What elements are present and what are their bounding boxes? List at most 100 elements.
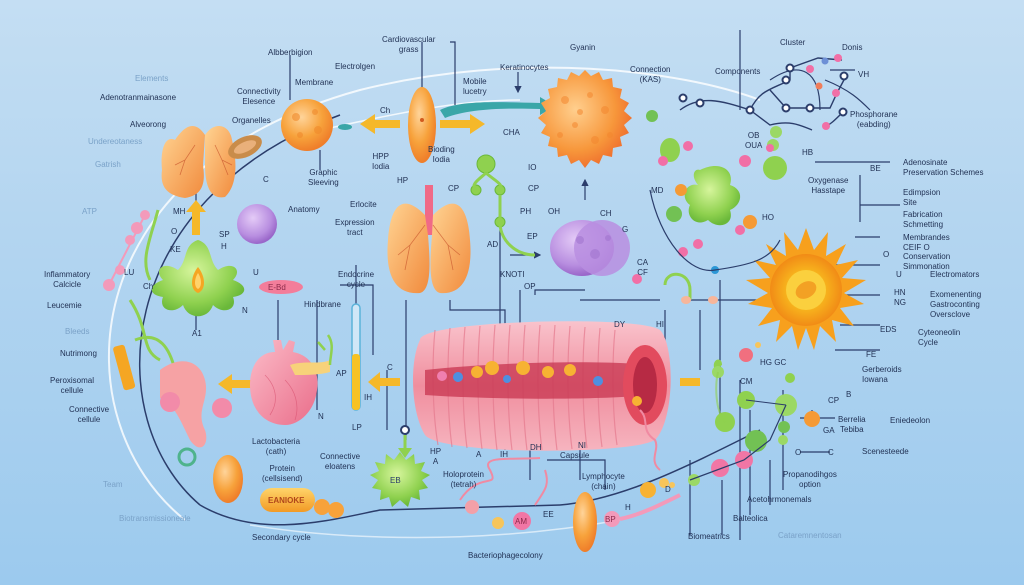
- label-gyanin: Gyanin: [570, 43, 596, 52]
- label-hindbrane: Hindbrane: [304, 300, 341, 309]
- label-keratinocytes: Keratinocytes: [500, 63, 549, 72]
- label-ee: EE: [543, 510, 554, 519]
- label-hp: HP: [397, 176, 409, 185]
- label-nutrimong: Nutrimong: [60, 349, 97, 358]
- label-capsule: EANIOKE: [268, 496, 305, 505]
- label-membrane: Membrane: [295, 78, 334, 87]
- label-u: U: [253, 268, 259, 277]
- label-dy: DY: [614, 320, 626, 329]
- label-protein: Protein(cellsisend): [262, 464, 303, 483]
- label-erlocite: Erlocite: [350, 200, 377, 209]
- label-leucemie: Leucemie: [47, 301, 82, 310]
- label-am: AM: [515, 517, 527, 526]
- label-code-cm: CM: [740, 377, 753, 386]
- label-alveolar: Alveorong: [130, 120, 167, 129]
- label-be: BE: [870, 164, 881, 173]
- label-team: Team: [103, 480, 123, 489]
- label-c2: C: [387, 363, 393, 372]
- label-sp: SP: [219, 230, 230, 239]
- label-a2: A: [476, 450, 482, 459]
- label-organelles: Organelles: [232, 116, 271, 125]
- label-holoprotein: Holoprotein(tetrah): [443, 470, 484, 489]
- label-right-6: Exomenenting: [930, 290, 982, 299]
- label-bacteriophage: Bacteriophagecolony: [468, 551, 543, 560]
- label-donis: Donis: [842, 43, 863, 52]
- label-adenotransmission: Adenotranmainasone: [100, 93, 177, 102]
- label-n: N: [242, 306, 248, 315]
- label-code-eds: EDS: [880, 325, 897, 334]
- label-code-cp: CP: [828, 396, 840, 405]
- label-right-5: Electromators: [930, 270, 980, 279]
- label-connection: Connection(KAS): [630, 65, 671, 84]
- label-code-o: O: [883, 250, 890, 259]
- label-outer: Cataremnentosan: [778, 531, 842, 540]
- label-electrolgen: Electrolgen: [335, 62, 376, 71]
- label-biotransmission: Biotransmissioneale: [119, 514, 191, 523]
- label-o: O: [171, 227, 178, 236]
- label-components: Components: [715, 67, 761, 76]
- label-knoti: KNOTI: [500, 270, 525, 279]
- label-hi: HI: [656, 320, 664, 329]
- label-atp: ATP: [82, 207, 97, 216]
- label-o-br: O: [795, 448, 802, 457]
- label-elements: Elements: [135, 74, 169, 83]
- label-ch2: Ch: [143, 282, 154, 291]
- label-virus: EB: [390, 476, 401, 485]
- label-lu: LU: [124, 268, 135, 277]
- label-gastric: Gatrish: [95, 160, 121, 169]
- label-ih2: IH: [500, 450, 508, 459]
- label-cp2: CP: [528, 184, 540, 193]
- label-lp: LP: [352, 423, 362, 432]
- label-biomeatrics: Biomeatrics: [688, 532, 730, 541]
- label-bleeds: Bleeds: [65, 327, 90, 336]
- label-op: OP: [524, 282, 536, 291]
- label-oh: OH: [548, 207, 560, 216]
- label-ap: AP: [336, 369, 347, 378]
- label-acetohrmones: Acetohrmonemals: [747, 495, 812, 504]
- label-cha: CHA: [503, 128, 520, 137]
- label-n2: N: [318, 412, 324, 421]
- label-c: C: [263, 175, 269, 184]
- label-ch3: CH: [600, 209, 612, 218]
- label-h2: H: [625, 503, 631, 512]
- label-ih: IH: [364, 393, 372, 402]
- label-code-u: U: [896, 270, 902, 279]
- label-d: D: [665, 485, 671, 494]
- label-md: MD: [651, 186, 664, 195]
- label-code-hg: HG GC: [760, 358, 787, 367]
- label-code-fe: FE: [866, 350, 877, 359]
- label-ep: EP: [527, 232, 538, 241]
- label-undereotaness: Undereotaness: [88, 137, 143, 146]
- label-a1: A1: [192, 329, 202, 338]
- label-code-b: B: [846, 390, 852, 399]
- label-eniedeolon: Eniedeolon: [890, 416, 931, 425]
- label-c-br: C: [828, 448, 834, 457]
- label-ho: HO: [762, 213, 774, 222]
- label-code-ga: GA: [823, 426, 835, 435]
- label-code-ng: NG: [894, 298, 906, 307]
- label-scenesteede: Scenesteede: [862, 447, 909, 456]
- label-capsule-b: Capsule: [560, 451, 590, 460]
- label-io: IO: [528, 163, 537, 172]
- label-secondary-cycle: Secondary cycle: [252, 533, 311, 542]
